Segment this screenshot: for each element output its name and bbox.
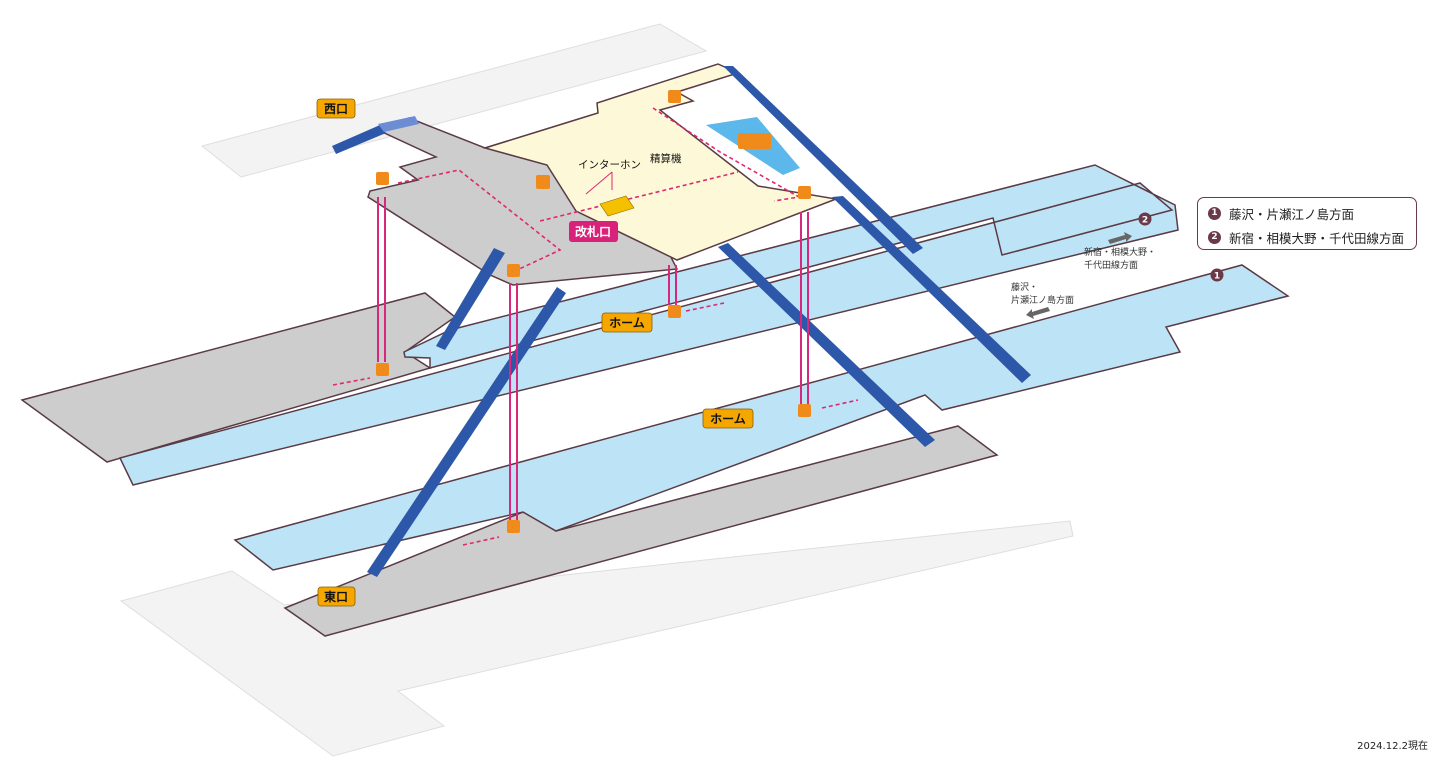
stairs-lower-left [436,248,505,350]
legend-num-2: 2 [1208,231,1221,244]
legend-item-1: 1 藤沢・片瀬江ノ島方面 [1208,204,1354,223]
east-exit-text: 東口 [324,589,348,604]
east-exit-label: 東口 [317,586,356,607]
as-of-date: 2024.12.2現在 [1357,741,1428,752]
ticket-gate-text: 改札口 [575,224,611,239]
platform-upper-label: ホーム [601,312,653,333]
elevator-icon [376,172,389,185]
elevator-icon [668,305,681,318]
routes [332,107,859,546]
legend-item-2: 2 新宿・相模大野・千代田線方面 [1208,228,1404,247]
west-exit-label: 西口 [316,98,356,119]
elevator-icon [507,520,520,533]
gate-icon [599,195,635,217]
stairs-west [332,116,419,154]
direction-2-line1: 新宿・相模大野・ [1084,246,1156,258]
platform-lower-label: ホーム [702,408,754,429]
elevator-shafts [377,197,809,520]
intercom-arrows [585,171,613,195]
ground-east-street [119,520,1074,757]
elevator-icon [798,186,811,199]
elevator-icon [668,90,681,103]
elevator-icon [507,264,520,277]
stairs-north [723,66,923,254]
fare-adjust-label: 精算機 [650,152,682,165]
platform-lower-text: ホーム [710,412,746,426]
svg-text:2: 2 [1142,216,1148,226]
svg-text:1: 1 [1214,272,1220,282]
west-exit-text: 西口 [324,102,348,116]
direction-2-marker: 2 [1138,212,1152,226]
direction-2-arrow-icon [1108,232,1132,244]
stairs-center [718,243,935,447]
direction-legend: 1 藤沢・片瀬江ノ島方面 2 新宿・相模大野・千代田線方面 [1197,197,1417,250]
direction-1-arrow-icon [1026,307,1050,319]
paid-area [482,63,839,261]
elevator-icon [798,404,811,417]
ticket-machine-icon [536,175,550,189]
elevator-icons [376,90,811,533]
intercom-label: インターホン [578,159,641,171]
elevator-icon [376,363,389,376]
platform-upper-text: ホーム [609,316,645,330]
platform-lower [233,264,1290,571]
direction-1-line2: 片瀬江ノ島方面 [1011,294,1074,306]
direction-1-marker: 1 [1210,268,1224,282]
ground-west-street [200,23,708,178]
legend-num-1: 1 [1208,207,1221,220]
direction-2-line2: 千代田線方面 [1084,259,1138,271]
ticket-gate-label: 改札口 [569,221,618,242]
direction-1-line1: 藤沢・ [1011,281,1038,293]
legend-label-1: 藤沢・片瀬江ノ島方面 [1229,207,1355,222]
stairs-northeast [832,196,1031,383]
restroom-icon [738,133,771,149]
legend-label-2: 新宿・相模大野・千代田線方面 [1229,231,1405,246]
